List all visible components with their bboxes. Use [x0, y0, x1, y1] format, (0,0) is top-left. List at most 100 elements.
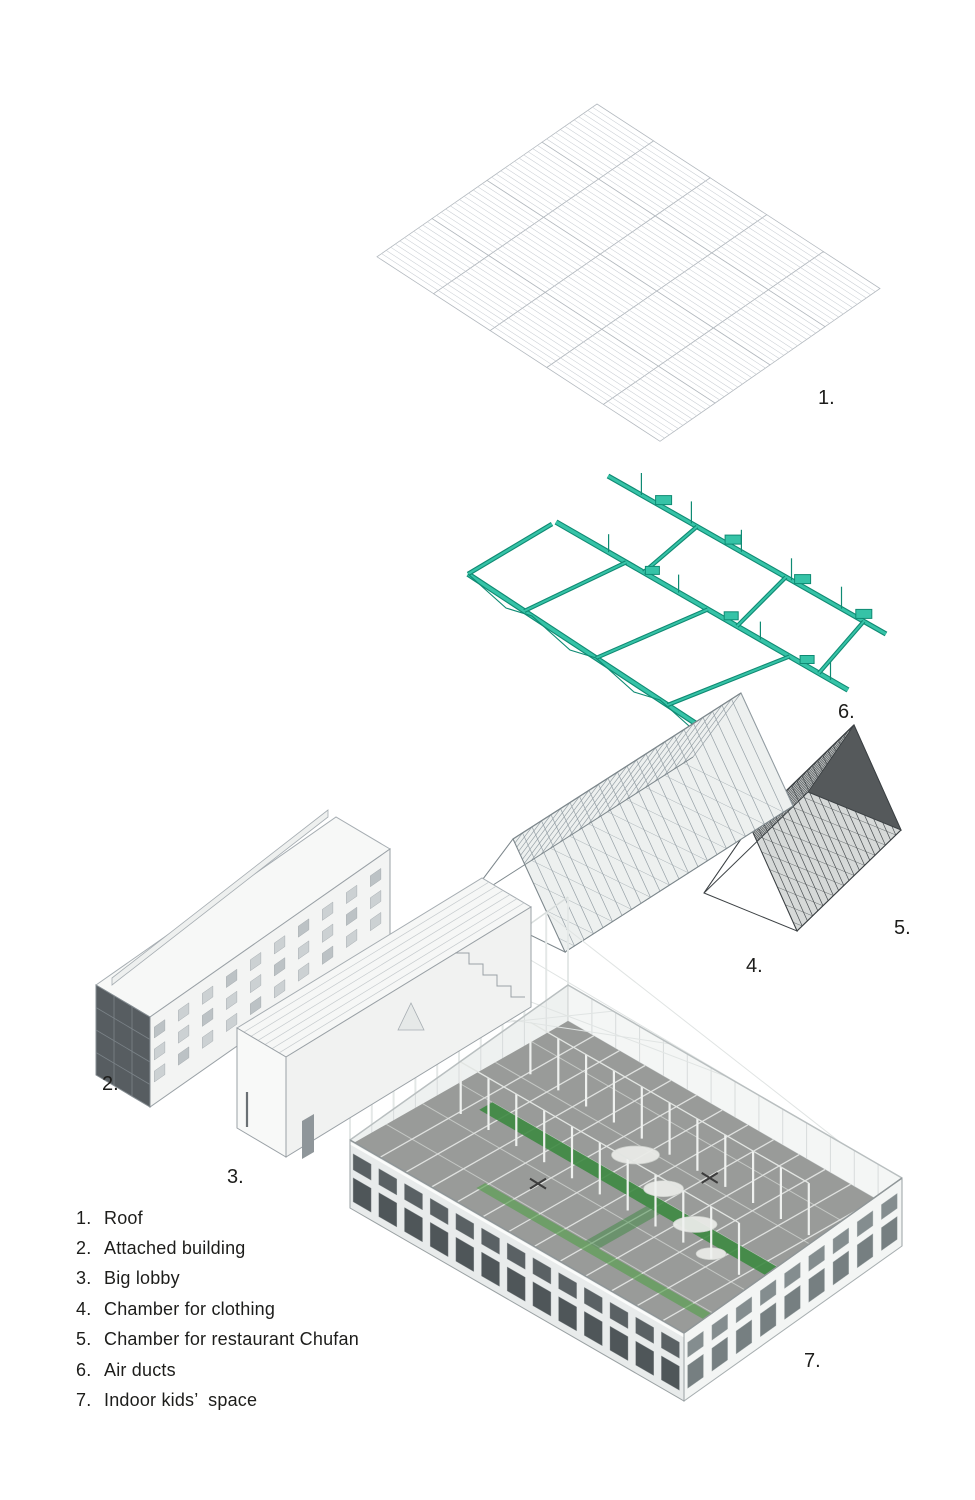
- roof-hatch-line: [474, 264, 532, 303]
- roof-hatch-line: [722, 321, 780, 359]
- window: [178, 1002, 190, 1022]
- roof-hatch-line: [671, 356, 729, 394]
- roof-hatch-line: [665, 284, 723, 322]
- window: [226, 1012, 238, 1032]
- roof-hatch-line: [757, 220, 815, 259]
- roof-hatch-line: [554, 285, 612, 324]
- rim-edge: [349, 984, 903, 1179]
- window: [784, 1284, 801, 1320]
- roof-hatch-line: [717, 324, 775, 362]
- roof-hatch-line: [592, 106, 650, 145]
- roof-hatch-line: [726, 318, 784, 356]
- truss-tie: [802, 796, 896, 836]
- roof-hatch-line: [685, 346, 743, 385]
- roof-hatch-line: [661, 287, 719, 326]
- truss-tie: [781, 817, 876, 856]
- roof-hatch-line: [604, 250, 662, 289]
- roof-hatch-line: [662, 362, 720, 401]
- floor-grid-line: [495, 1061, 830, 1256]
- window: [404, 1207, 423, 1243]
- green-path: [479, 1102, 783, 1278]
- air-duct-run: [642, 525, 698, 574]
- label-chamber-restaurant: 5.: [894, 917, 911, 939]
- roof-hatch-line: [563, 279, 621, 317]
- roof-seam: [257, 890, 504, 1041]
- roof-hatch-line: [697, 262, 755, 300]
- window: [202, 1029, 214, 1049]
- roof-hatch-line: [762, 217, 819, 256]
- roof-hatch-line: [438, 290, 495, 328]
- mullion: [95, 1052, 151, 1085]
- truss-tie: [683, 762, 784, 813]
- window: [346, 906, 358, 926]
- window: [298, 962, 310, 982]
- roof-hatch-line: [459, 199, 517, 237]
- window: [404, 1183, 423, 1211]
- roof-hatch-line: [531, 301, 589, 340]
- roof-seam: [250, 886, 497, 1037]
- air-duct-run: [736, 576, 787, 627]
- window: [609, 1301, 629, 1329]
- roof-hatch-line: [682, 196, 740, 235]
- window: [202, 985, 214, 1005]
- label-air-ducts: 6.: [838, 701, 855, 723]
- roof-hatch-line: [693, 265, 751, 303]
- roof-seam: [271, 898, 518, 1049]
- roof-hatch-line: [644, 375, 702, 413]
- window: [298, 918, 310, 938]
- roof-hatch-line: [515, 236, 573, 274]
- roof-hatch-line: [791, 273, 849, 312]
- big-lobby-component: [236, 877, 532, 1159]
- window: [711, 1313, 728, 1341]
- roof-hatch-line: [679, 274, 737, 313]
- roof-hatch-line: [493, 252, 550, 290]
- roof-hatch-line: [648, 143, 706, 182]
- roof-hatch-line: [552, 210, 610, 249]
- roof-hatch-line: [587, 338, 645, 377]
- roof-hatch-line: [546, 138, 604, 177]
- roof-hatch-line: [725, 243, 783, 281]
- roof-hatch-line: [560, 357, 618, 396]
- attached-building-component: [95, 809, 391, 1108]
- legend-item-label: Chamber for restaurant Chufan: [104, 1329, 359, 1350]
- window: [857, 1233, 874, 1269]
- roof-hatch-line: [729, 239, 787, 278]
- legend-item-label: Roof: [104, 1207, 143, 1228]
- floor-marking: [529, 1177, 547, 1190]
- roof-hatch-line: [580, 191, 638, 229]
- roof-hatch-line: [705, 180, 763, 219]
- roof-hatch-line: [659, 212, 717, 250]
- roof-hatch-line: [618, 241, 676, 279]
- roof-hatch-line: [592, 335, 650, 373]
- roof-hatch-line: [479, 261, 537, 300]
- roof-hatch-line: [740, 308, 798, 347]
- window: [430, 1197, 449, 1226]
- roof-hatch-line: [616, 394, 674, 432]
- legend-item: 7.Indoor kids’ space: [76, 1385, 359, 1415]
- air-duct-run: [555, 520, 849, 692]
- cornice: [349, 1141, 685, 1338]
- legend-item-number: 1.: [76, 1207, 92, 1228]
- roof-hatch-line: [561, 204, 619, 242]
- roof-hatch-line: [700, 183, 758, 222]
- roof-hatch-line: [626, 388, 684, 426]
- window: [154, 1063, 166, 1083]
- window: [250, 996, 262, 1016]
- truss-tie: [569, 835, 670, 886]
- roof-hatch-line: [593, 182, 651, 220]
- roof-hatch-line: [587, 110, 645, 148]
- window: [808, 1267, 825, 1303]
- roof-hatch-line: [629, 309, 687, 348]
- roof-hatch-line: [638, 303, 696, 341]
- legend-item: 6.Air ducts: [76, 1355, 359, 1385]
- window: [735, 1319, 752, 1355]
- window: [661, 1355, 680, 1391]
- roof-hatch-line: [720, 246, 778, 284]
- legend-item: 1. Roof: [76, 1203, 359, 1233]
- roof-hatch-line: [505, 167, 563, 205]
- legend-item-number: 3.: [76, 1268, 92, 1289]
- roof-hatch-line: [436, 215, 494, 253]
- roof-hatch-line: [688, 268, 746, 306]
